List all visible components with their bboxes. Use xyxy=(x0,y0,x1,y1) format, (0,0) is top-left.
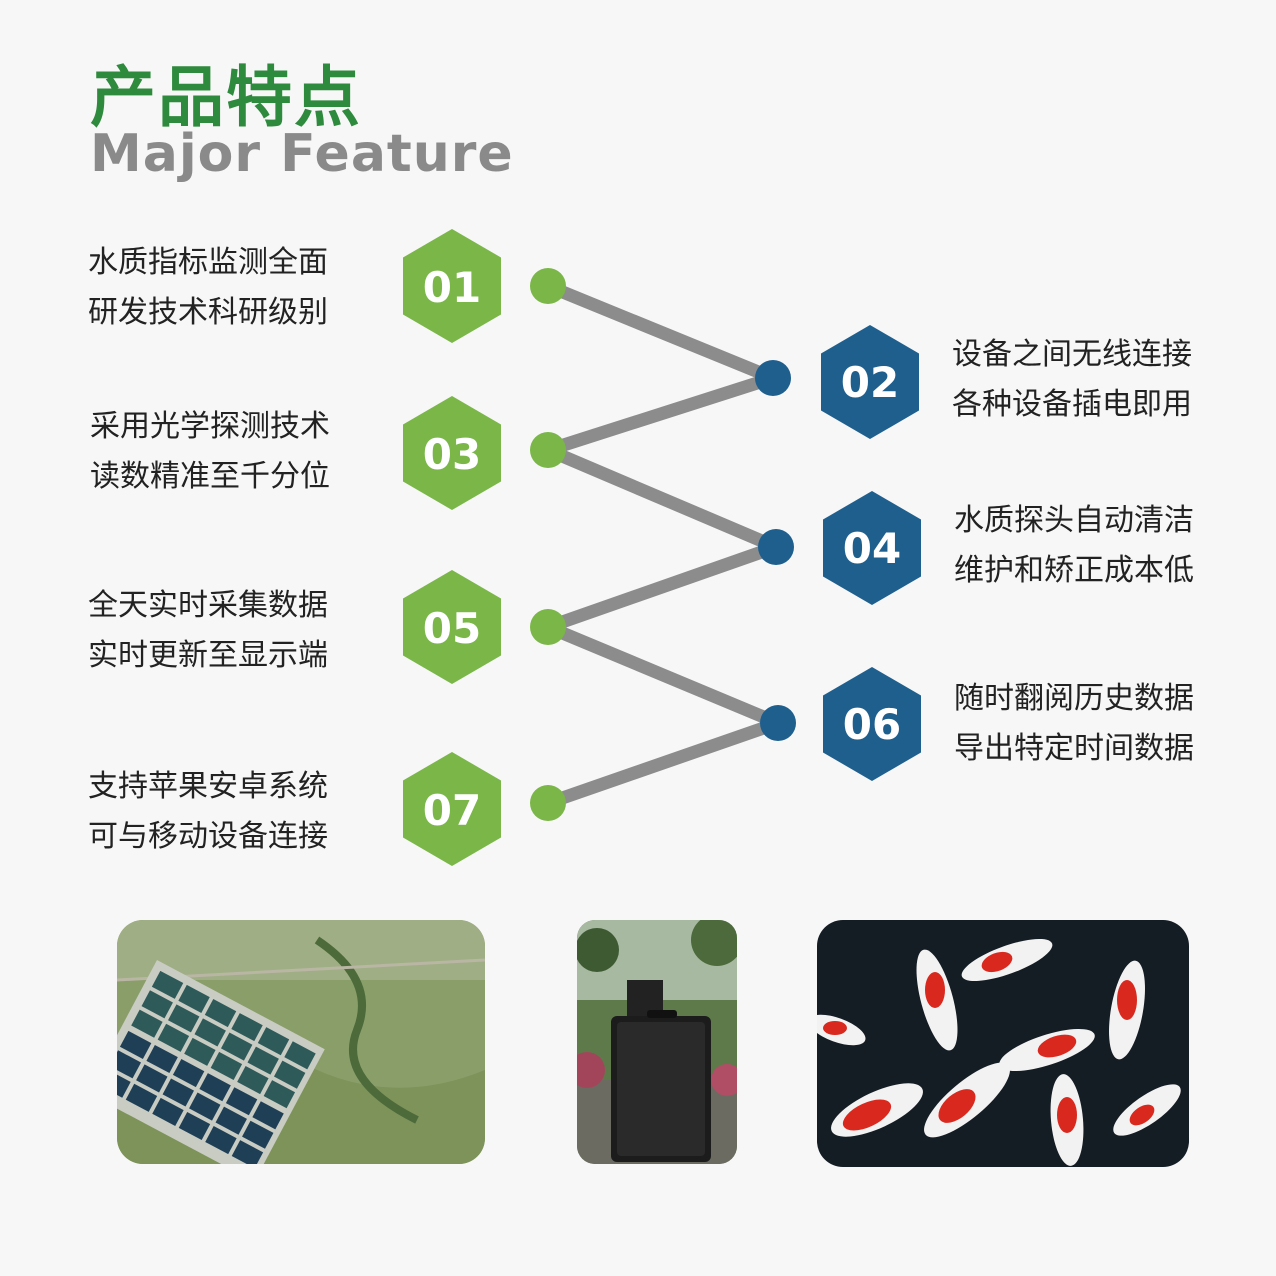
hex-number: 04 xyxy=(843,524,901,573)
feature-line: 实时更新至显示端 xyxy=(88,638,328,673)
page-subtitle: Major Feature xyxy=(90,124,514,184)
feature-line: 支持苹果安卓系统 xyxy=(88,769,328,804)
hex-badge-03: 03 xyxy=(403,396,501,510)
hex-badge-07: 07 xyxy=(403,752,501,866)
hex-number: 02 xyxy=(841,358,899,407)
feature-text-01: 水质指标监测全面 研发技术科研级别 xyxy=(88,238,328,338)
feature-line: 读数精准至千分位 xyxy=(90,459,330,494)
feature-text-07: 支持苹果安卓系统 可与移动设备连接 xyxy=(88,762,328,862)
hex-badge-01: 01 xyxy=(403,229,501,343)
feature-diagram: 01 02 03 04 05 06 07 xyxy=(403,229,921,866)
feature-text-03: 采用光学探测技术 读数精准至千分位 xyxy=(90,402,330,502)
hex-badge-05: 05 xyxy=(403,570,501,684)
feature-text-05: 全天实时采集数据 实时更新至显示端 xyxy=(88,581,328,681)
node-dot-02 xyxy=(755,360,791,396)
node-dot-01 xyxy=(530,268,566,304)
feature-line: 水质探头自动清洁 xyxy=(954,503,1194,538)
feature-line: 研发技术科研级别 xyxy=(88,295,328,330)
feature-text-04: 水质探头自动清洁 维护和矫正成本低 xyxy=(954,496,1194,596)
hex-number: 06 xyxy=(843,700,901,749)
hex-number: 03 xyxy=(423,430,481,479)
aerial-fish-farm-photo xyxy=(117,920,485,1164)
feature-line: 采用光学探测技术 xyxy=(90,409,330,444)
feature-line: 导出特定时间数据 xyxy=(954,731,1194,766)
hex-number: 05 xyxy=(423,604,481,653)
feature-text-02: 设备之间无线连接 各种设备插电即用 xyxy=(952,330,1192,430)
feature-line: 全天实时采集数据 xyxy=(88,588,328,623)
feature-line: 可与移动设备连接 xyxy=(88,819,328,854)
hex-badge-02: 02 xyxy=(821,325,919,439)
connector-lines xyxy=(541,279,785,810)
hex-badge-04: 04 xyxy=(823,491,921,605)
feature-line: 各种设备插电即用 xyxy=(952,387,1192,422)
feature-text-06: 随时翻阅历史数据 导出特定时间数据 xyxy=(954,674,1194,774)
feature-line: 设备之间无线连接 xyxy=(952,337,1192,372)
node-dot-04 xyxy=(758,529,794,565)
feature-line: 水质指标监测全面 xyxy=(88,245,328,280)
koi-fish-photo xyxy=(817,920,1189,1167)
hex-badge-06: 06 xyxy=(823,667,921,781)
node-dot-03 xyxy=(530,432,566,468)
hex-number: 07 xyxy=(423,786,481,835)
feature-line: 维护和矫正成本低 xyxy=(954,553,1194,588)
water-quality-device-case-photo xyxy=(577,920,737,1164)
page-title: 产品特点 xyxy=(90,59,362,136)
node-dot-06 xyxy=(760,705,796,741)
node-dot-07 xyxy=(530,785,566,821)
node-dot-05 xyxy=(530,609,566,645)
feature-line: 随时翻阅历史数据 xyxy=(954,681,1194,716)
hex-number: 01 xyxy=(423,263,481,312)
